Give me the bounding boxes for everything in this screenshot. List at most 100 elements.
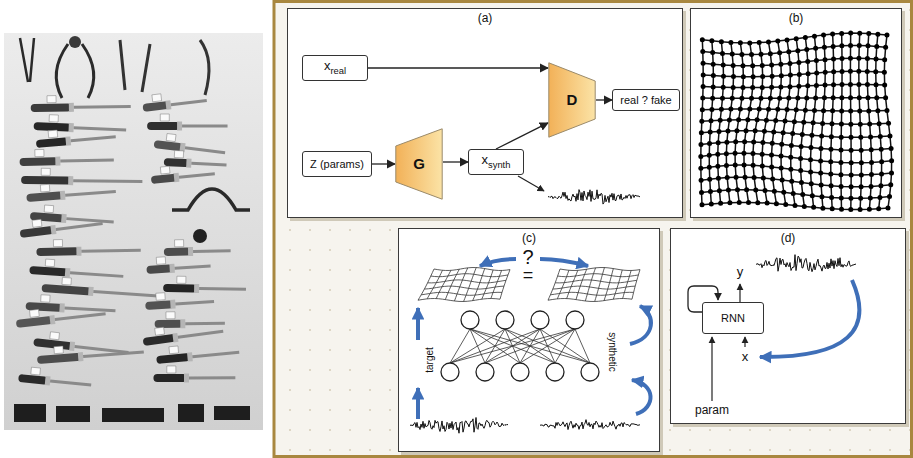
arrow	[518, 176, 544, 191]
grid-dot	[831, 82, 836, 87]
tool-ferrule	[172, 333, 178, 343]
mesh-line	[445, 269, 459, 299]
grid-dot	[856, 69, 861, 74]
grid-dot	[770, 141, 775, 146]
grid-dot	[878, 134, 883, 139]
tool-block	[14, 404, 46, 422]
grid-dot	[769, 164, 774, 169]
grid-dot	[794, 107, 799, 112]
grid-dot	[788, 73, 793, 78]
grid-dot	[788, 167, 793, 172]
grid-dot	[865, 69, 870, 74]
grid-dot	[762, 129, 767, 134]
grid-dot	[720, 51, 725, 56]
grid-dot	[742, 163, 747, 168]
grid-dot	[859, 148, 864, 153]
panel-fill	[690, 8, 902, 218]
grid-dot	[805, 59, 810, 64]
tool-tag	[47, 96, 56, 103]
tool-blade	[199, 287, 246, 291]
grid-dot	[783, 119, 788, 124]
grid-dot	[743, 175, 748, 180]
grid-dot	[728, 40, 733, 45]
grid-dot	[828, 159, 833, 164]
trapezoid-outline	[549, 63, 595, 137]
grid-dot	[728, 107, 733, 112]
grid-dot	[747, 40, 752, 45]
tool-blade	[71, 135, 116, 142]
hand-tool	[154, 311, 224, 328]
grid-dot	[763, 188, 768, 193]
connector-arrow	[596, 99, 612, 100]
grid-dot	[810, 193, 815, 198]
tool-blade	[64, 307, 115, 313]
grid-dot	[751, 163, 756, 168]
hand-tool	[153, 132, 226, 157]
calipers	[69, 36, 81, 48]
grid-dot	[806, 71, 811, 76]
grid-dot	[769, 153, 774, 158]
tool-ferrule	[177, 121, 182, 130]
mesh-line	[604, 269, 613, 301]
hand-tool	[15, 302, 106, 329]
panel-heading: (c)	[399, 229, 659, 246]
tool-blade	[185, 322, 225, 325]
signal-name: x	[742, 350, 749, 364]
hand-tool	[141, 89, 207, 113]
grid-dot	[760, 163, 765, 168]
grid-dot	[708, 189, 713, 194]
grid-dot	[753, 128, 758, 133]
grid-dot	[873, 69, 878, 74]
grid-dot	[699, 130, 704, 135]
grid-dot	[785, 37, 790, 42]
node-text-wrap: xreal	[324, 59, 346, 76]
grid-dot	[823, 57, 828, 62]
grid-dot	[698, 142, 703, 147]
grid-dot	[739, 52, 744, 57]
grid-dot	[779, 142, 784, 147]
tool-blade	[179, 172, 215, 178]
hand-tool	[150, 162, 215, 185]
grid-dot	[848, 95, 853, 100]
grid-dot	[823, 83, 828, 88]
grid-dot	[821, 33, 826, 38]
tool-ferrule	[65, 268, 71, 277]
grid-dot	[830, 206, 835, 211]
panel-heading: (a)	[288, 9, 682, 26]
grid-dot	[874, 82, 879, 87]
grid-dot	[753, 187, 758, 192]
grid-dot	[814, 70, 819, 75]
grid-dot	[700, 37, 705, 42]
tool-blade	[74, 105, 131, 109]
grid-dot	[840, 82, 845, 87]
grid-dot	[887, 133, 892, 138]
connector-arrow	[372, 163, 395, 164]
grid-dot	[775, 39, 780, 44]
grid-dot	[709, 118, 714, 123]
tool-handle	[29, 266, 68, 277]
grid-dot	[813, 46, 818, 51]
tool-handle	[143, 334, 177, 346]
grid-dot	[839, 135, 844, 140]
tool-tag	[50, 332, 60, 340]
grid-dot	[700, 107, 705, 112]
grid-dot	[849, 135, 854, 140]
grid-dot	[800, 192, 805, 197]
network-link	[470, 329, 590, 363]
grid-dot	[741, 74, 746, 79]
tool-handle	[20, 226, 55, 238]
neuron	[546, 363, 564, 381]
node-text: x	[324, 58, 331, 73]
hand-tool	[29, 258, 124, 281]
grid-dot	[737, 200, 742, 205]
grid-dot	[829, 183, 834, 188]
grid-dot	[774, 201, 779, 206]
grid-dot	[849, 148, 854, 153]
hand-tool	[164, 150, 227, 169]
grid-dot	[840, 56, 845, 61]
grid-dot	[701, 61, 706, 66]
hand-tool	[35, 125, 116, 149]
grid-dot	[840, 69, 845, 74]
grid-dot	[734, 175, 739, 180]
tool-block	[56, 406, 90, 422]
